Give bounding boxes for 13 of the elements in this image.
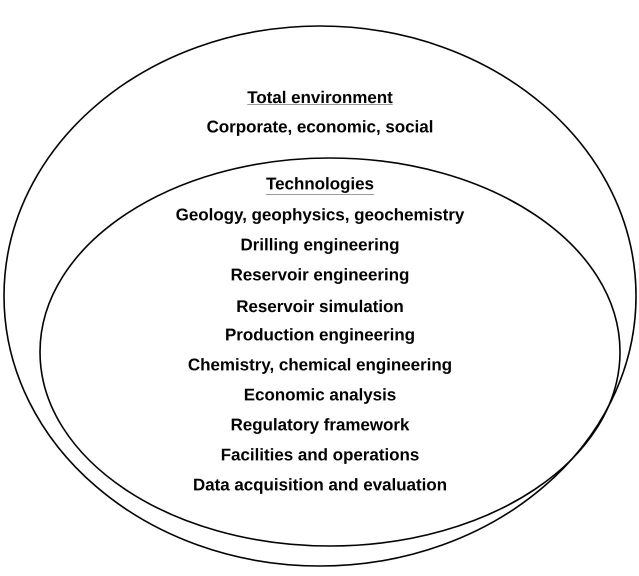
- heading: Technologies: [266, 177, 374, 195]
- text-line: Drilling engineering: [242, 238, 398, 254]
- heading: Total environment: [247, 90, 393, 105]
- text-line: Geology, geophysics, geochemistry: [176, 208, 464, 224]
- text-line: Chemistry, chemical engineering: [188, 358, 451, 374]
- text-line: Data acquisition and evaluation: [194, 478, 446, 494]
- text-line: Economic analysis: [244, 388, 396, 404]
- text-line: Reservoir simulation: [237, 300, 403, 312]
- text-line: Facilities and operations: [222, 448, 419, 464]
- text-line: Reservoir engineering: [232, 268, 408, 284]
- text-line: Corporate, economic, social: [207, 120, 432, 136]
- text-line: Production engineering: [226, 328, 414, 344]
- text-line: Regulatory framework: [232, 418, 410, 434]
